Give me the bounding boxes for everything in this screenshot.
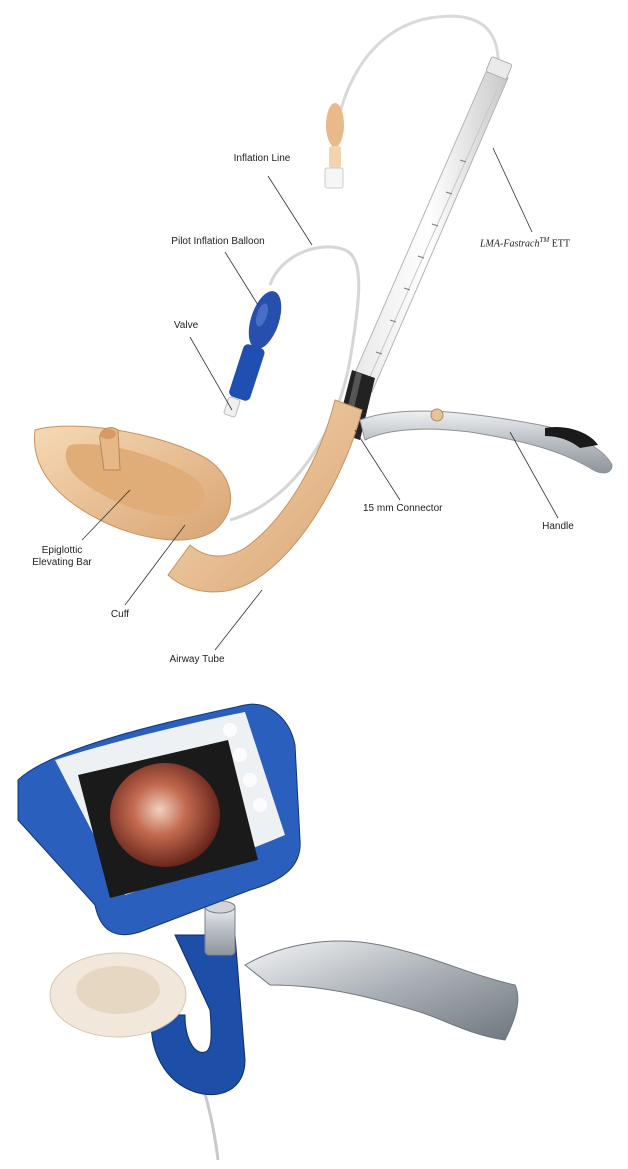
ett-brand-name: LMA-Fastrach	[480, 238, 539, 249]
ett-suffix: ETT	[549, 238, 570, 249]
label-valve: Valve	[174, 320, 198, 332]
label-cuff: Cuff	[111, 609, 129, 621]
cuff	[34, 426, 230, 540]
leader-inflation-line	[268, 176, 312, 245]
pilot-inflation-balloon	[224, 287, 288, 417]
leader-connector	[355, 430, 400, 500]
label-ett: LMA-FastrachTM ETT	[480, 234, 570, 250]
top-pilot-balloon	[325, 103, 344, 188]
mask	[50, 953, 186, 1037]
metal-handle	[360, 409, 612, 473]
label-inflation-line: Inflation Line	[234, 153, 291, 165]
label-connector: 15 mm Connector	[363, 503, 442, 515]
lma-fastrach-device	[34, 16, 612, 592]
video-laryngoscope	[18, 704, 518, 1160]
leader-pilot-balloon	[225, 252, 258, 305]
leader-valve	[190, 337, 232, 410]
leader-lines	[82, 148, 558, 650]
blade	[245, 941, 518, 1040]
ett-trademark: TM	[539, 236, 549, 244]
leader-ett	[493, 148, 532, 232]
label-epiglottic-2: Elevating Bar	[32, 557, 91, 569]
leader-airway-tube	[215, 590, 262, 650]
label-pilot-balloon: Pilot Inflation Balloon	[171, 236, 264, 248]
label-epiglottic-1: Epiglottic	[42, 545, 83, 557]
ett-tube	[350, 56, 512, 392]
label-handle: Handle	[542, 521, 574, 533]
label-airway-tube: Airway Tube	[169, 654, 224, 666]
screen-view	[110, 763, 220, 867]
